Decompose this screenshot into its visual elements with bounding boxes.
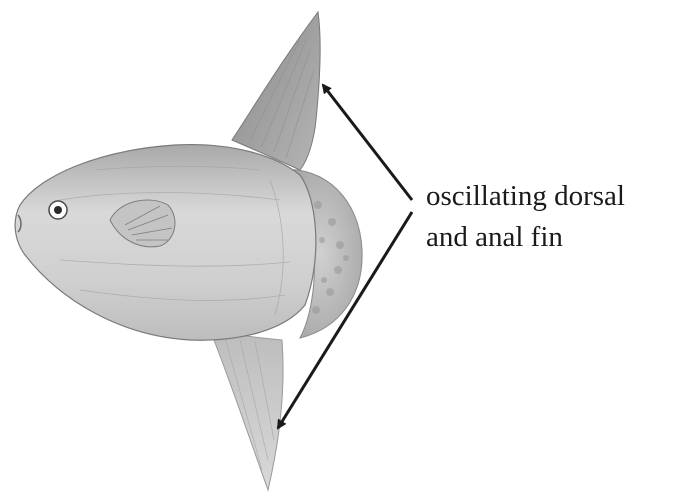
annotation-label-line-2: and anal fin [426,220,563,254]
arrow-to-dorsal-fin [323,85,412,200]
anal-fin [210,330,283,490]
annotation-label-line-1: oscillating dorsal [426,179,625,213]
eye-pupil [54,206,62,214]
